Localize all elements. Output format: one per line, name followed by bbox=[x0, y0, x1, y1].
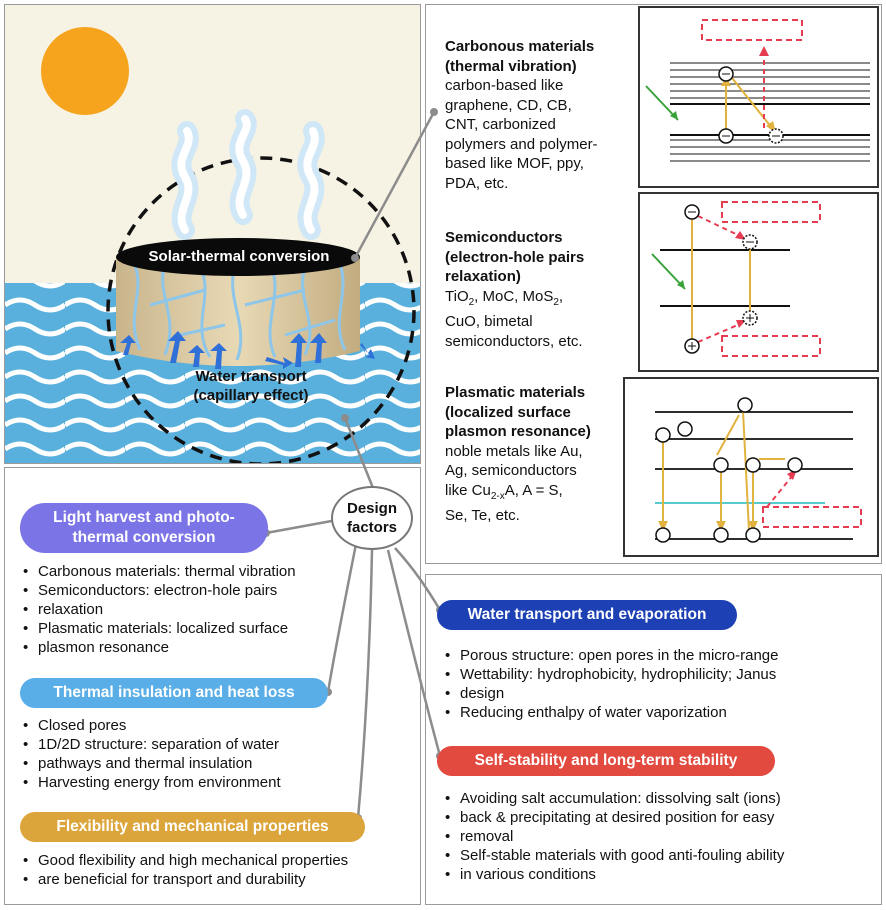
light-item: Carbonous materials: thermal vibration bbox=[23, 562, 418, 581]
flexibility-pill: Flexibility and mechanical properties bbox=[20, 812, 365, 842]
carbonous-title-1: Carbonous materials bbox=[445, 38, 595, 55]
stability-item-cont: removal bbox=[445, 827, 886, 846]
light-item-cont: plasmon resonance bbox=[23, 638, 418, 657]
vapor-icon bbox=[171, 109, 325, 240]
thermal-item: Harvesting energy from environment bbox=[23, 773, 418, 792]
flex-item: Good flexibility and high mechanical pro… bbox=[23, 851, 438, 870]
solar-evaporator-illustration bbox=[5, 27, 420, 463]
carbonous-materials-block: Carbonous materials (thermal vibration) … bbox=[445, 37, 635, 193]
stability-item: Self-stable materials with good anti-fou… bbox=[445, 846, 886, 865]
light-harvest-list: Carbonous materials: thermal vibration S… bbox=[20, 562, 418, 657]
carbonous-energy-diagram bbox=[638, 6, 879, 188]
water-item: Reducing enthalpy of water vaporization bbox=[445, 703, 886, 722]
thermal-insulation-pill: Thermal insulation and heat loss bbox=[20, 678, 328, 708]
plasmatic-body-2: Ag, semiconductors bbox=[445, 462, 577, 479]
semiconductor-energy-diagram bbox=[638, 192, 879, 372]
semiconductors-body-1: TiO2, MoC, MoS2, bbox=[445, 287, 564, 308]
plasmatic-materials-block: Plasmatic materials (localized surface p… bbox=[445, 383, 635, 526]
stability-item-cont: in various conditions bbox=[445, 865, 886, 884]
water-item-cont: design bbox=[445, 684, 886, 703]
design-factors-hub: Design factors bbox=[331, 486, 413, 550]
plasmatic-body-3: like Cu2-xA, A = S, bbox=[445, 481, 563, 502]
stability-item-cont: back & precipitating at desired position… bbox=[445, 808, 886, 827]
carbonous-body-3: CNT, carbonized bbox=[445, 116, 556, 133]
self-stability-pill: Self-stability and long-term stability bbox=[437, 746, 775, 776]
capillary-effect-label: (capillary effect) bbox=[193, 387, 309, 404]
materials-panel bbox=[425, 4, 882, 564]
light-harvest-title-2: thermal conversion bbox=[72, 529, 216, 546]
plasmatic-body-1: noble metals like Au, bbox=[445, 442, 583, 460]
zoom-circle bbox=[106, 156, 416, 463]
illustration-panel: Solar-thermal conversion Water transport… bbox=[4, 4, 421, 464]
plasmatic-title-1: Plasmatic materials bbox=[445, 384, 586, 401]
water-item: Porous structure: open pores in the micr… bbox=[445, 646, 886, 665]
thermal-item: Closed pores bbox=[23, 716, 418, 735]
plasmatic-body-4: Se, Te, etc. bbox=[445, 507, 520, 524]
light-item-cont: relaxation bbox=[23, 600, 418, 619]
sun-icon bbox=[41, 27, 129, 115]
thermal-item: 1D/2D structure: separation of water bbox=[23, 735, 418, 754]
semiconductors-block: Semiconductors (electron-hole pairs rela… bbox=[445, 228, 635, 351]
thermal-item-cont: pathways and thermal insulation bbox=[23, 754, 418, 773]
carbonous-body-5: based like MOF, ppy, bbox=[445, 155, 584, 172]
plasmatic-title-3: plasmon resonance) bbox=[445, 423, 591, 440]
carbonous-title-2: (thermal vibration) bbox=[445, 57, 577, 75]
light-item: Plasmatic materials: localized surface bbox=[23, 619, 418, 638]
water-item: Wettability: hydrophobicity, hydrophilic… bbox=[445, 665, 886, 684]
light-item: Semiconductors: electron-hole pairs bbox=[23, 581, 418, 600]
light-harvest-pill: Light harvest and photo- thermal convers… bbox=[20, 503, 268, 553]
hub-line-2: factors bbox=[346, 519, 398, 536]
semiconductors-title-1: Semiconductors bbox=[445, 229, 563, 246]
carbonous-body-2: graphene, CD, CB, bbox=[445, 96, 572, 114]
hub-line-1: Design bbox=[346, 500, 397, 517]
plasmatic-title-2: (localized surface bbox=[445, 403, 571, 421]
plasmatic-energy-diagram bbox=[623, 377, 879, 557]
water-transport-label: Water transport bbox=[195, 368, 307, 385]
light-harvest-title-1: Light harvest and photo- bbox=[53, 509, 235, 526]
semiconductors-title-2: (electron-hole pairs bbox=[445, 248, 585, 266]
water-transport-pill: Water transport and evaporation bbox=[437, 600, 737, 630]
thermal-insulation-list: Closed pores 1D/2D structure: separation… bbox=[20, 716, 418, 792]
carbonous-body-1: carbon-based like bbox=[445, 77, 564, 94]
solar-thermal-label: Solar-thermal conversion bbox=[148, 248, 330, 265]
water-transport-list: Porous structure: open pores in the micr… bbox=[442, 646, 886, 722]
self-stability-list: Avoiding salt accumulation: dissolving s… bbox=[442, 789, 886, 884]
water-flow-arrows bbox=[120, 331, 375, 369]
absorber-top bbox=[116, 238, 360, 276]
semiconductors-body-3: semiconductors, etc. bbox=[445, 332, 583, 350]
stability-item: Avoiding salt accumulation: dissolving s… bbox=[445, 789, 886, 808]
semiconductors-body-2: CuO, bimetal bbox=[445, 313, 533, 330]
flexibility-list: Good flexibility and high mechanical pro… bbox=[20, 851, 438, 889]
carbonous-body-4: polymers and polymer- bbox=[445, 135, 598, 153]
flex-item-cont: are beneficial for transport and durabil… bbox=[23, 870, 438, 889]
semiconductors-title-3: relaxation) bbox=[445, 268, 521, 285]
carbonous-body-6: PDA, etc. bbox=[445, 174, 509, 192]
